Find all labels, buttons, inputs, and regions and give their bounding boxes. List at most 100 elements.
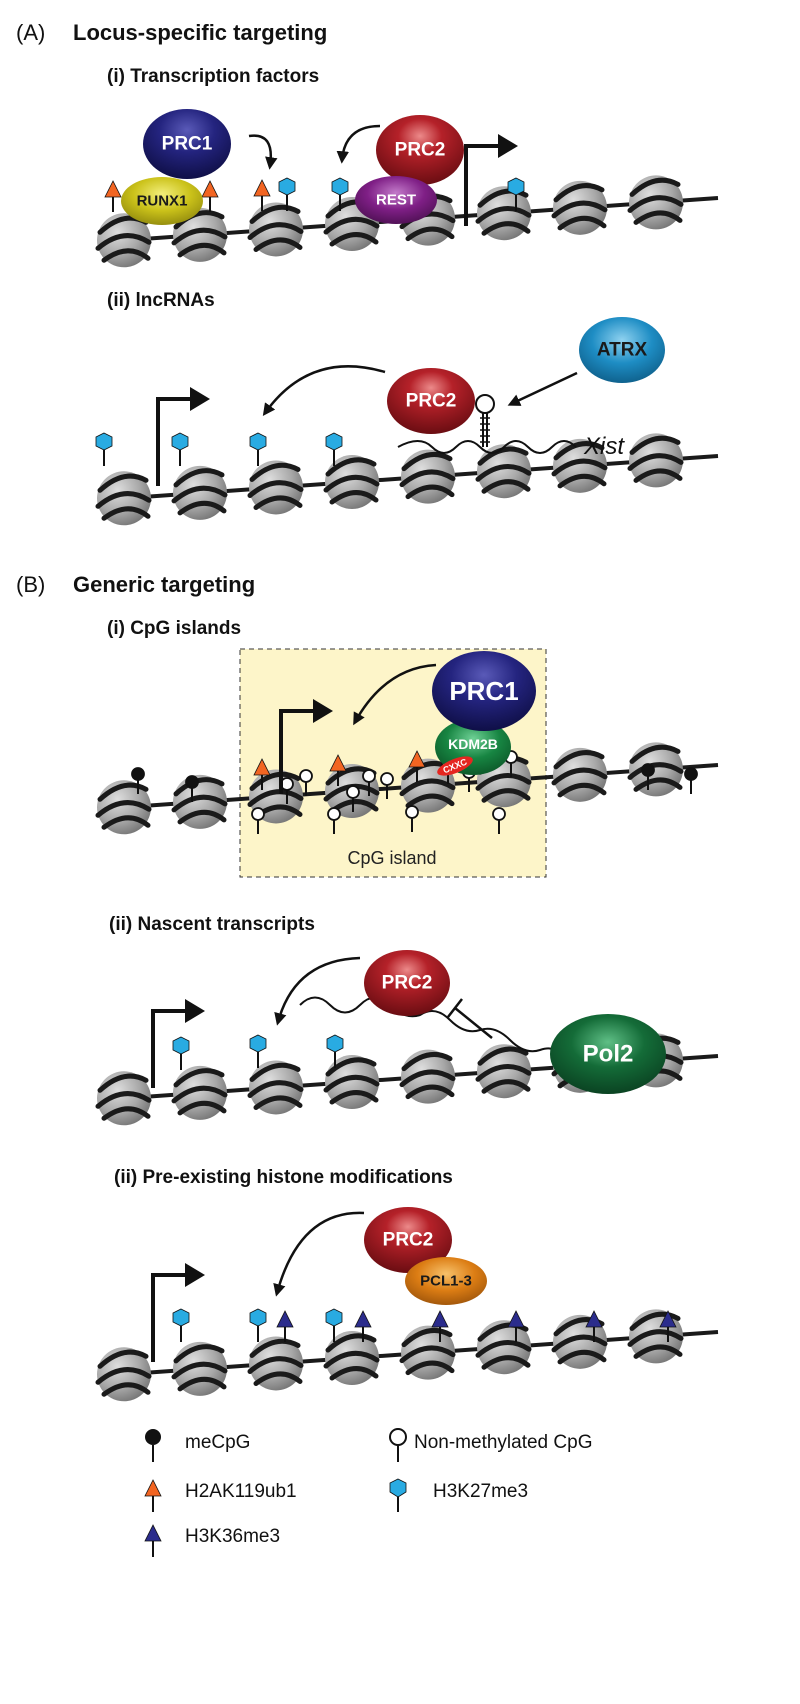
prc2-protein-b2: PRC2: [364, 950, 450, 1016]
h3k27me3-hexagon-icon: [172, 1036, 190, 1070]
h3k36me3-triangle-icon: [431, 1310, 449, 1342]
nucleosome-icon: [475, 186, 532, 241]
h2ak119ub1-triangle-icon: [144, 1479, 162, 1497]
nucleosome-icon: [323, 1331, 380, 1386]
prc2-methylation-arrow-b2: [274, 956, 361, 1026]
prc2-methylation-arrow-a2: [262, 365, 386, 417]
transcription-start-arrow-icon: [464, 134, 518, 226]
h3k27me3-hexagon-icon: [249, 1308, 267, 1342]
legend-h2ak119ub1: H2AK119ub1: [144, 1479, 297, 1512]
nucleosome-icon: [627, 433, 684, 488]
nucleosome-icon: [627, 1309, 684, 1364]
cpg-island-label: CpG island: [347, 848, 436, 868]
legend-mecpg: meCpG: [145, 1429, 250, 1462]
prc2-protein-b3: PRC2: [364, 1207, 452, 1273]
prc1-protein-b1: PRC1: [432, 651, 536, 731]
transcription-start-arrow-icon: [151, 999, 205, 1088]
h3k27me3-hexagon-icon: [172, 1308, 190, 1342]
nucleosome-icon: [551, 438, 608, 493]
inhibition-line: [454, 1007, 493, 1039]
nucleosome-icon: [95, 213, 152, 268]
nucleosome-icon: [551, 747, 608, 802]
legend: meCpG Non-methylated CpG H2AK119ub1 H3K2…: [144, 1428, 592, 1557]
chromatin-row-b1: [95, 699, 719, 835]
mecpg-lollipop-icon: [131, 767, 145, 794]
svg-text:PRC1: PRC1: [162, 134, 213, 155]
svg-text:PCL1-3: PCL1-3: [420, 1273, 472, 1290]
nucleosome-icon: [95, 780, 152, 835]
nucleosome-icon: [171, 774, 228, 829]
h3k27me3-hexagon-icon: [507, 177, 525, 211]
prc1-ubiquitination-arrow: [248, 134, 278, 170]
svg-text:Pol2: Pol2: [583, 1041, 634, 1068]
h2ak119ub1-triangle-icon: [329, 754, 347, 786]
nonmethylated-cpg-lollipop-icon: [380, 772, 394, 799]
transcription-start-arrow-icon: [279, 699, 333, 794]
h2ak119ub1-triangle-icon: [253, 179, 271, 211]
svg-text:meCpG: meCpG: [185, 1432, 250, 1453]
nucleosome-icon: [95, 1347, 152, 1402]
nonmethylated-cpg-lollipop-icon: [492, 807, 506, 834]
prc2-protein-a2: PRC2: [387, 368, 475, 434]
prc2-methylation-arrow-b3: [273, 1211, 365, 1297]
legend-h3k36me3: H3K36me3: [144, 1524, 280, 1557]
prc2-protein: PRC2: [376, 115, 464, 185]
nucleosome-icon: [475, 1320, 532, 1375]
nucleosome-icon: [171, 465, 228, 520]
mecpg-lollipop-icon: [641, 763, 655, 790]
h3k36me3-triangle-icon: [144, 1524, 162, 1542]
prc1-protein: PRC1: [143, 109, 231, 179]
nucleosome-icon: [171, 1065, 228, 1120]
h3k36me3-triangle-icon: [659, 1310, 677, 1342]
nonmethylated-cpg-lollipop-icon: [327, 807, 341, 834]
mecpg-lollipop-icon: [145, 1429, 161, 1445]
h2ak119ub1-triangle-icon: [201, 180, 219, 212]
svg-text:Non-methylated CpG: Non-methylated CpG: [414, 1432, 592, 1453]
h3k36me3-triangle-icon: [354, 1310, 372, 1342]
h3k36me3-triangle-icon: [585, 1310, 603, 1342]
nucleosome-icon: [475, 444, 532, 499]
nucleosome-icon: [247, 460, 304, 515]
h2ak119ub1-triangle-icon: [104, 180, 122, 212]
nucleosome-icon: [551, 180, 608, 235]
nonmethylated-cpg-lollipop-icon: [389, 1428, 407, 1446]
svg-text:PRC2: PRC2: [395, 140, 446, 161]
nucleosome-icon: [171, 1341, 228, 1396]
mecpg-lollipop-icon: [185, 775, 199, 802]
inhibition-bar-icon: [447, 998, 463, 1018]
nucleosome-icon: [399, 1325, 456, 1380]
panel-b2-title: (ii) Nascent transcripts: [109, 914, 315, 935]
atrx-arrow: [507, 371, 578, 406]
nucleosome-icon: [399, 449, 456, 504]
pol2-protein: Pol2: [550, 1014, 666, 1094]
legend-h3k27me3: H3K27me3: [389, 1478, 528, 1512]
xist-stem-loop: [475, 394, 495, 447]
h3k27me3-hexagon-icon: [249, 432, 267, 466]
h3k36me3-triangle-icon: [507, 1310, 525, 1342]
svg-text:H3K36me3: H3K36me3: [185, 1526, 280, 1547]
svg-text:PRC1: PRC1: [449, 676, 518, 706]
h3k36me3-triangle-icon: [276, 1310, 294, 1342]
pcl-protein: PCL1-3: [405, 1257, 487, 1305]
nucleosome-icon: [95, 1071, 152, 1126]
svg-text:PRC2: PRC2: [383, 1230, 434, 1251]
panel-a1-title: (i) Transcription factors: [107, 66, 319, 87]
nascent-transcript: [299, 996, 557, 1053]
section-a-letter: (A): [16, 20, 45, 45]
h3k27me3-hexagon-icon: [325, 1308, 343, 1342]
nucleosome-icon: [323, 1055, 380, 1110]
xist-label: Xist: [583, 433, 625, 460]
nucleosome-icon: [399, 1049, 456, 1104]
nonmethylated-cpg-lollipop-icon: [346, 785, 360, 812]
nucleosome-icon: [171, 207, 228, 262]
svg-text:RUNX1: RUNX1: [137, 193, 188, 210]
transcription-start-arrow-icon: [151, 1263, 205, 1362]
nucleosome-icon: [627, 175, 684, 230]
nonmethylated-cpg-lollipop-icon: [362, 769, 376, 796]
nucleosome-icon: [627, 742, 684, 797]
h3k27me3-hexagon-icon: [326, 1034, 344, 1068]
nucleosome-icon: [323, 455, 380, 510]
svg-text:H3K27me3: H3K27me3: [433, 1481, 528, 1502]
h3k27me3-hexagon-icon: [171, 432, 189, 466]
